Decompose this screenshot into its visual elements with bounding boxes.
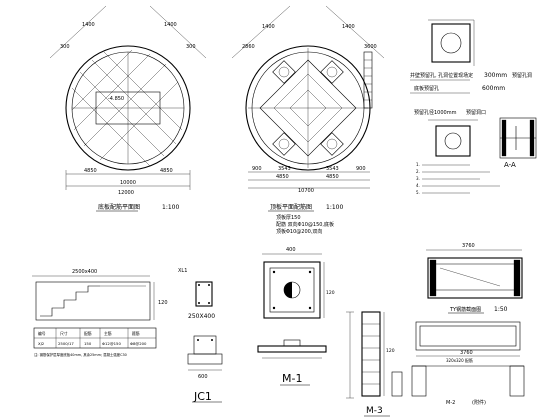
left-plan-diag-dim: 300 (60, 44, 70, 50)
xl1-jc1-detail: XL1 250X400 600 JC1 (178, 268, 223, 403)
m2-sublabel: (附件) (472, 399, 486, 406)
center-plan-dim: 3543 (278, 166, 291, 172)
right-note-2-value: 600mm (482, 85, 505, 92)
m3-dim: 120 (386, 348, 395, 354)
table-cell: Φ8@200 (130, 341, 147, 346)
jc1-label: JC1 (193, 390, 212, 403)
table-cell: 2500/17 (58, 341, 74, 346)
table-cell: Φ12@150 (102, 341, 121, 346)
left-plan-dim: 12000 (118, 190, 134, 196)
xl1-dim: 250X400 (188, 313, 215, 320)
left-plan-title: 底板配筋平面图 (98, 203, 140, 211)
beam-scale: 1:50 (494, 306, 508, 313)
note-item: 4. (416, 183, 420, 188)
right-note-2: 底板预留孔 (414, 85, 439, 92)
table-header: 尺寸 (60, 331, 68, 336)
left-plan-diag-dim: 1400 (82, 22, 95, 28)
table-header: 编号 (38, 331, 46, 336)
detail-left-stair: 2500x400 120 编号 尺寸 配筋 主筋 箍筋 XJ2 2500/17 … (32, 269, 168, 357)
left-plan-dim: 4850 (160, 168, 173, 174)
m2-label: M-2 (446, 400, 455, 406)
beam-bottom-dim: 3760 (460, 350, 473, 356)
roof-corner-openings (272, 60, 344, 156)
m1-detail: 400 120 M-1 (257, 247, 335, 386)
center-plan-title: 顶板平面配筋图 (270, 203, 312, 211)
center-plan-diag-dim: 3600 (364, 44, 377, 50)
beam-title: TY钢筋截面图 (449, 306, 481, 313)
stair-side (363, 51, 373, 109)
center-plan-diag-dim: 2860 (242, 44, 255, 50)
center-plan-scale: 1:100 (326, 204, 343, 211)
beam-section-detail: 3760 TY钢筋截面图 1:50 3760 320x320 配筋 M-2 (附… (411, 243, 525, 406)
center-plan-diag-dim: 1400 (342, 24, 355, 30)
left-plan-scale: 1:100 (162, 204, 179, 211)
right-note-1: 井壁预留孔, 孔洞位置现场定 (410, 72, 473, 79)
m1-dim2: 120 (326, 290, 335, 296)
left-plan-diag-dim: 1400 (164, 22, 177, 28)
rebar-table: 编号 尺寸 配筋 主筋 箍筋 XJ2 2500/17 150 Φ12@150 Φ… (33, 327, 157, 349)
table-header: 箍筋 (132, 331, 140, 336)
right-note-3-suffix: 预留洞口 (466, 109, 486, 116)
section-a-a-label: A-A (504, 161, 516, 169)
note-item: 2. (416, 169, 420, 174)
center-plan-dim: 900 (252, 166, 262, 172)
right-note-3: 预留孔径1000mm (414, 109, 457, 116)
left-plan-dim: 4850 (84, 168, 97, 174)
center-plan-diag-dim: 1400 (262, 24, 275, 30)
xl1-label: XL1 (178, 268, 187, 274)
note-item: 1. (416, 162, 420, 167)
right-note-1-suffix: 预留孔洞 (512, 72, 532, 79)
beam-bottom-note: 320x320 配筋 (446, 357, 473, 363)
center-plan-dim: 4850 (326, 174, 339, 180)
center-plan-dim-total: 10700 (298, 188, 314, 194)
center-plan-dim: 900 (356, 166, 366, 172)
m1-label: M-1 (282, 372, 302, 385)
table-cell: 150 (84, 341, 92, 346)
stair-dim-right: 120 (158, 300, 168, 306)
beam-top-dim: 3760 (462, 243, 475, 249)
left-plan-level-label: -4.850 (108, 96, 124, 102)
table-header: 主筋 (104, 331, 112, 336)
center-plan-dim: 4850 (276, 174, 289, 180)
left-foundation-plan: 300 1400 1400 300 -4.850 4850 10000 4850… (49, 5, 207, 212)
center-roof-plan: 2860 1400 1400 3600 900 3543 3543 900 48… (231, 5, 385, 235)
left-plan-diag-dim: 300 (186, 44, 196, 50)
jc1-dim: 600 (198, 374, 208, 380)
left-plan-dim: 10000 (120, 180, 136, 186)
table-cell: XJ2 (38, 341, 45, 346)
center-plan-note: 配筋 双向Φ10@150,底板 (276, 221, 334, 228)
right-top-details: 井壁预留孔, 孔洞位置现场定 300mm 预留孔洞 底板预留孔 600mm 预留… (410, 19, 537, 195)
m3-label: M-3 (366, 406, 383, 416)
center-plan-note: 顶板Φ10@200,双向 (276, 228, 322, 235)
note-item: 3. (416, 176, 420, 181)
center-plan-dim: 3543 (326, 166, 339, 172)
table-header: 配筋 (84, 331, 92, 336)
note-item: 5. (416, 190, 420, 195)
detail-left-notes: 注: 钢筋保护层厚度底板40mm, 其余25mm; 混凝土强度C30 (34, 352, 127, 357)
stair-dim: 2500x400 (72, 269, 97, 275)
m3-detail: 120 M-3 (346, 311, 403, 417)
m1-dim: 400 (286, 247, 296, 253)
right-note-1-value: 300mm (484, 72, 507, 79)
center-plan-note: 顶板厚150 (276, 214, 301, 221)
